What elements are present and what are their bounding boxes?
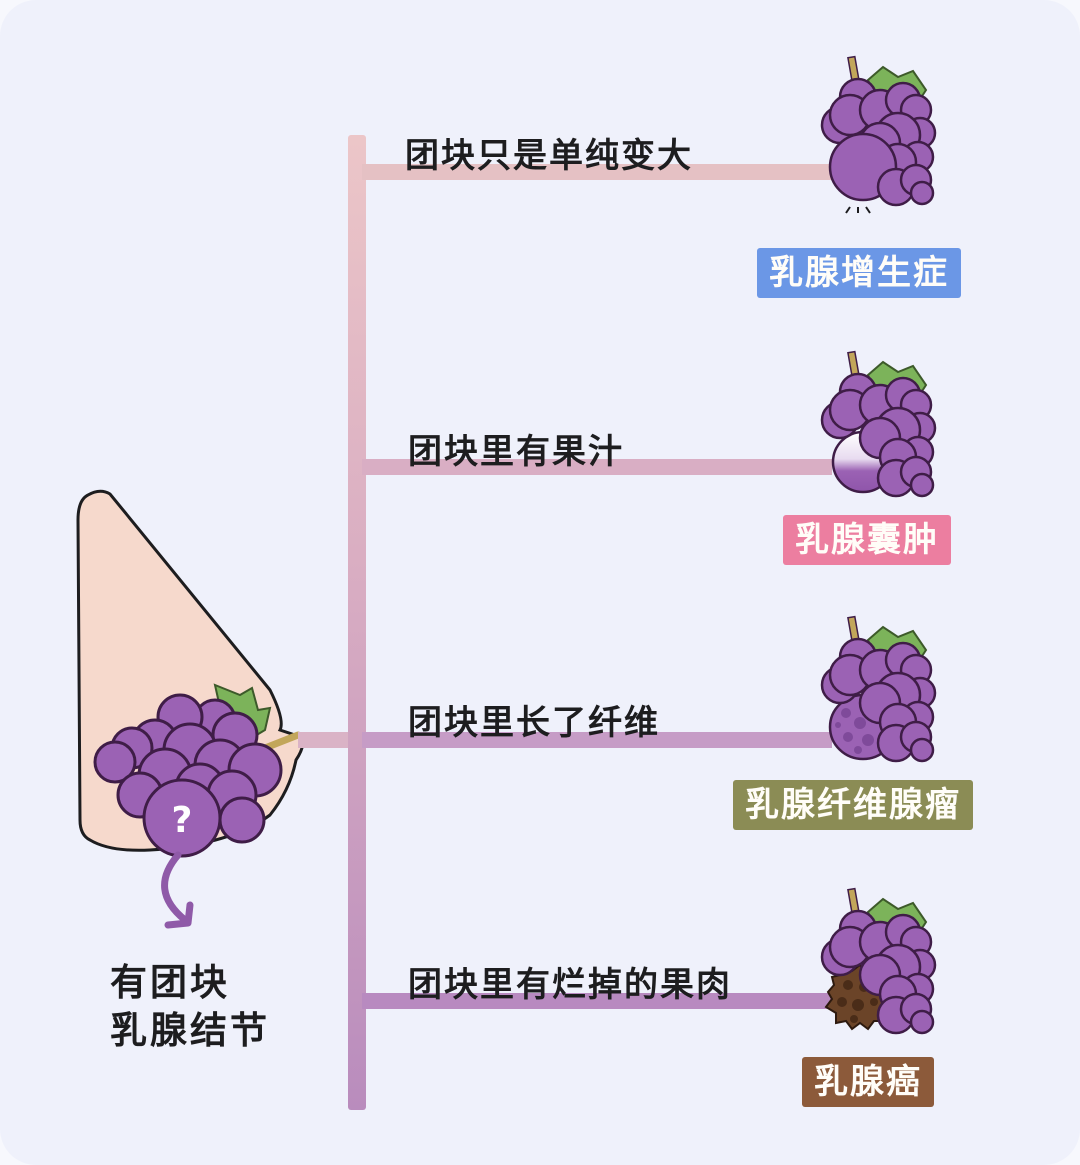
diagnosis-badge-fibroadenoma: 乳腺纤维腺瘤 — [733, 780, 973, 830]
breast-grape-illustration-icon: ? — [76, 489, 304, 929]
grape-enlarged-icon — [820, 55, 937, 214]
grape-rotten-icon — [820, 887, 937, 1035]
branch-2-label: 团块里有果汁 — [408, 432, 624, 472]
svg-text:?: ? — [172, 800, 193, 841]
root-label-line2: 乳腺结节 — [110, 1009, 270, 1052]
branch-1-label: 团块只是单纯变大 — [405, 136, 693, 176]
vertical-connector-line — [348, 135, 366, 1110]
branch-4-label: 团块里有烂掉的果肉 — [408, 965, 732, 1005]
diagnosis-badge-hyperplasia: 乳腺增生症 — [757, 248, 961, 298]
branch-1-line — [362, 164, 832, 180]
root-label-line1: 有团块 — [110, 961, 230, 1004]
grape-fluid-icon — [820, 350, 937, 498]
root-connector-line — [298, 732, 358, 748]
diagnosis-badge-cancer: 乳腺癌 — [802, 1057, 934, 1107]
branch-2-line — [362, 459, 832, 475]
diagnosis-badge-cyst: 乳腺囊肿 — [783, 515, 951, 565]
grape-fibrous-icon — [820, 615, 937, 763]
branch-4-line — [362, 993, 832, 1009]
branch-3-label: 团块里长了纤维 — [408, 703, 660, 743]
branch-3-line — [362, 732, 832, 748]
